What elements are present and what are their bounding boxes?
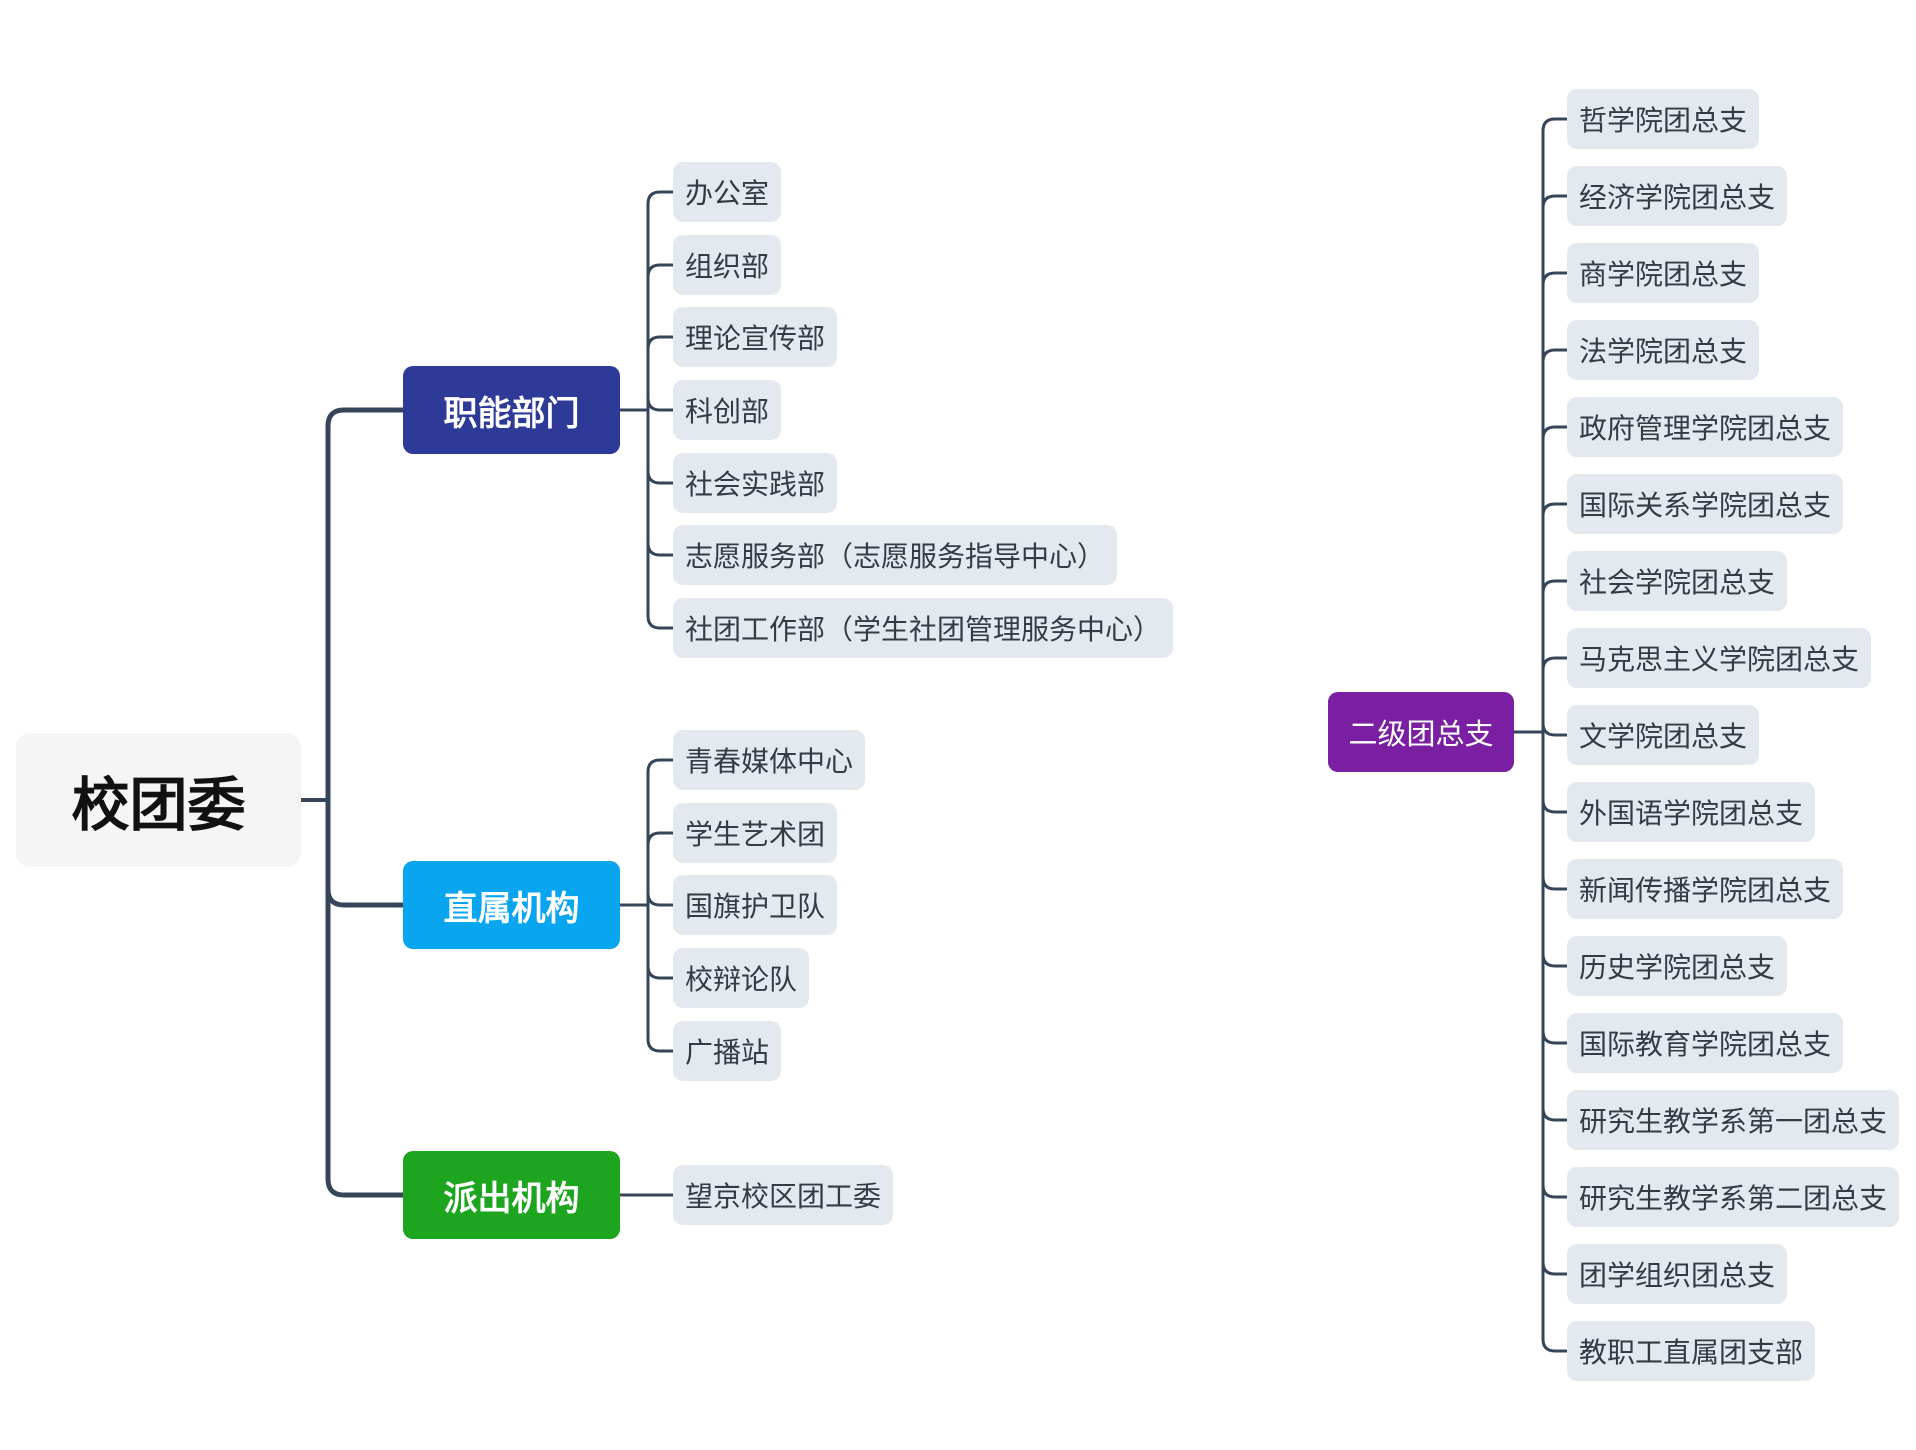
connector-line	[646, 469, 675, 485]
connector-line	[646, 541, 675, 557]
connector-line	[325, 407, 406, 429]
branch-dispatched-institutions: 派出机构	[403, 1151, 620, 1239]
leaf-node: 国旗护卫队	[673, 875, 838, 935]
connector-line	[1541, 656, 1569, 672]
secondary-leaf-node: 法学院团总支	[1567, 320, 1760, 380]
connector-line	[646, 263, 675, 279]
leaf-node: 办公室	[673, 162, 782, 222]
connector-line	[1541, 579, 1569, 595]
secondary-leaf-node: 教职工直属团支部	[1567, 1321, 1816, 1381]
connector-line	[646, 614, 675, 630]
connector-line	[1541, 721, 1569, 737]
connector-line	[646, 964, 675, 980]
connector-line	[1541, 117, 1569, 133]
connector-line	[646, 1037, 675, 1053]
leaf-node: 广播站	[673, 1021, 782, 1081]
root-node: 校团委	[16, 733, 301, 867]
secondary-leaf-node: 哲学院团总支	[1567, 89, 1760, 149]
secondary-leaf-node: 研究生教学系第二团总支	[1567, 1167, 1900, 1227]
connector-line	[1541, 348, 1569, 364]
secondary-leaf-node: 国际教育学院团总支	[1567, 1013, 1844, 1073]
leaf-node: 志愿服务部（志愿服务指导中心）	[673, 525, 1118, 585]
secondary-node: 二级团总支	[1328, 692, 1514, 772]
connector-line	[1541, 271, 1569, 287]
secondary-leaf-node: 商学院团总支	[1567, 243, 1760, 303]
secondary-leaf-node: 新闻传播学院团总支	[1567, 859, 1844, 919]
connector-line	[1541, 194, 1569, 210]
leaf-node: 望京校区团工委	[673, 1165, 894, 1225]
secondary-leaf-node: 研究生教学系第一团总支	[1567, 1090, 1900, 1150]
connector-line	[646, 190, 675, 206]
secondary-leaf-node: 社会学院团总支	[1567, 551, 1788, 611]
leaf-node: 社团工作部（学生社团管理服务中心）	[673, 598, 1174, 658]
connector-line	[1541, 425, 1569, 441]
leaf-node: 学生艺术团	[673, 803, 838, 863]
secondary-leaf-node: 国际关系学院团总支	[1567, 474, 1844, 534]
leaf-node: 校辩论队	[673, 948, 810, 1008]
connector-line	[325, 886, 406, 908]
leaf-node: 理论宣传部	[673, 307, 838, 367]
connector-line	[1541, 1183, 1569, 1199]
connector-line	[325, 1176, 406, 1198]
connector-line	[1541, 502, 1569, 518]
connector-line	[646, 396, 675, 412]
connector-line	[1541, 1337, 1569, 1353]
connector-line	[1541, 1106, 1569, 1122]
leaf-node: 组织部	[673, 235, 782, 295]
leaf-node: 科创部	[673, 380, 782, 440]
secondary-leaf-node: 文学院团总支	[1567, 705, 1760, 765]
connector-line	[1541, 798, 1569, 814]
connector-line	[1541, 1029, 1569, 1045]
secondary-leaf-node: 团学组织团总支	[1567, 1244, 1788, 1304]
leaf-node: 青春媒体中心	[673, 730, 866, 790]
branch-direct-institutions: 直属机构	[403, 861, 620, 949]
connector-line	[646, 831, 675, 847]
secondary-leaf-node: 政府管理学院团总支	[1567, 397, 1844, 457]
leaf-node: 社会实践部	[673, 453, 838, 513]
connector-line	[646, 758, 675, 774]
connector-line	[646, 335, 675, 351]
secondary-leaf-node: 马克思主义学院团总支	[1567, 628, 1872, 688]
connector-line	[1541, 875, 1569, 891]
secondary-leaf-node: 历史学院团总支	[1567, 936, 1788, 996]
secondary-leaf-node: 外国语学院团总支	[1567, 782, 1816, 842]
connector-line	[1541, 952, 1569, 968]
branch-functional-departments: 职能部门	[403, 366, 620, 454]
secondary-leaf-node: 经济学院团总支	[1567, 166, 1788, 226]
connector-line	[1541, 1260, 1569, 1276]
connector-line	[646, 891, 675, 907]
